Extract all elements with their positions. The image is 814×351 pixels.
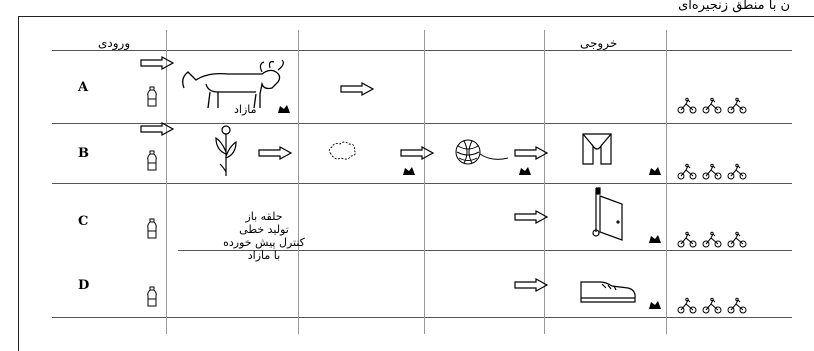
shoe-icon — [578, 278, 638, 304]
right-arrow-icon — [514, 278, 548, 292]
open-loop-description: حلقه باز تولید خطی کنترل پیش خورده با ما… — [205, 210, 323, 262]
waste-icon — [402, 166, 416, 176]
flag-door-icon — [588, 186, 630, 242]
garment-icon — [580, 132, 614, 166]
waste-icon — [648, 234, 662, 244]
column-divider — [298, 30, 299, 334]
description-line: تولید خطی — [205, 223, 323, 236]
description-line: با مازاد — [205, 249, 323, 262]
row-label-b: B — [78, 146, 89, 161]
bottle-icon — [146, 150, 158, 172]
right-arrow-icon — [140, 122, 174, 136]
right-arrow-icon — [400, 146, 434, 160]
description-line: حلقه باز — [205, 210, 323, 223]
input-header: ورودی — [98, 36, 130, 50]
right-arrow-icon — [140, 56, 174, 70]
right-arrow-icon — [514, 146, 548, 160]
cyclist-icon — [676, 98, 752, 114]
column-divider — [666, 30, 667, 334]
column-divider — [424, 30, 425, 334]
cyclist-icon — [676, 298, 752, 314]
cyclist-icon — [676, 232, 752, 248]
description-line: کنترل پیش خورده — [205, 236, 323, 249]
waste-icon — [648, 300, 662, 310]
fiber-cloud-icon — [326, 140, 358, 162]
header-rule — [52, 50, 792, 51]
waste-icon — [648, 166, 662, 176]
top-caption: ن با منطق زنجیره‌ای — [678, 0, 790, 13]
row-divider — [52, 317, 792, 318]
row-label-a: A — [78, 80, 88, 95]
cyclist-icon — [676, 164, 752, 180]
yarn-ball-icon — [454, 138, 510, 166]
row-label-d: D — [78, 278, 89, 293]
output-header: خروجی — [580, 36, 617, 50]
bottle-icon — [146, 86, 158, 108]
waste-icon — [518, 166, 532, 176]
bottle-icon — [146, 218, 158, 240]
row-divider — [52, 183, 792, 184]
right-arrow-icon — [258, 146, 292, 160]
row-label-c: C — [78, 214, 88, 229]
plant-icon — [212, 124, 240, 178]
bottle-icon — [146, 286, 158, 308]
waste-icon — [277, 104, 291, 114]
surplus-label: مازاد — [234, 103, 257, 116]
right-arrow-icon — [340, 82, 374, 96]
right-arrow-icon — [514, 210, 548, 224]
column-divider — [166, 30, 167, 334]
